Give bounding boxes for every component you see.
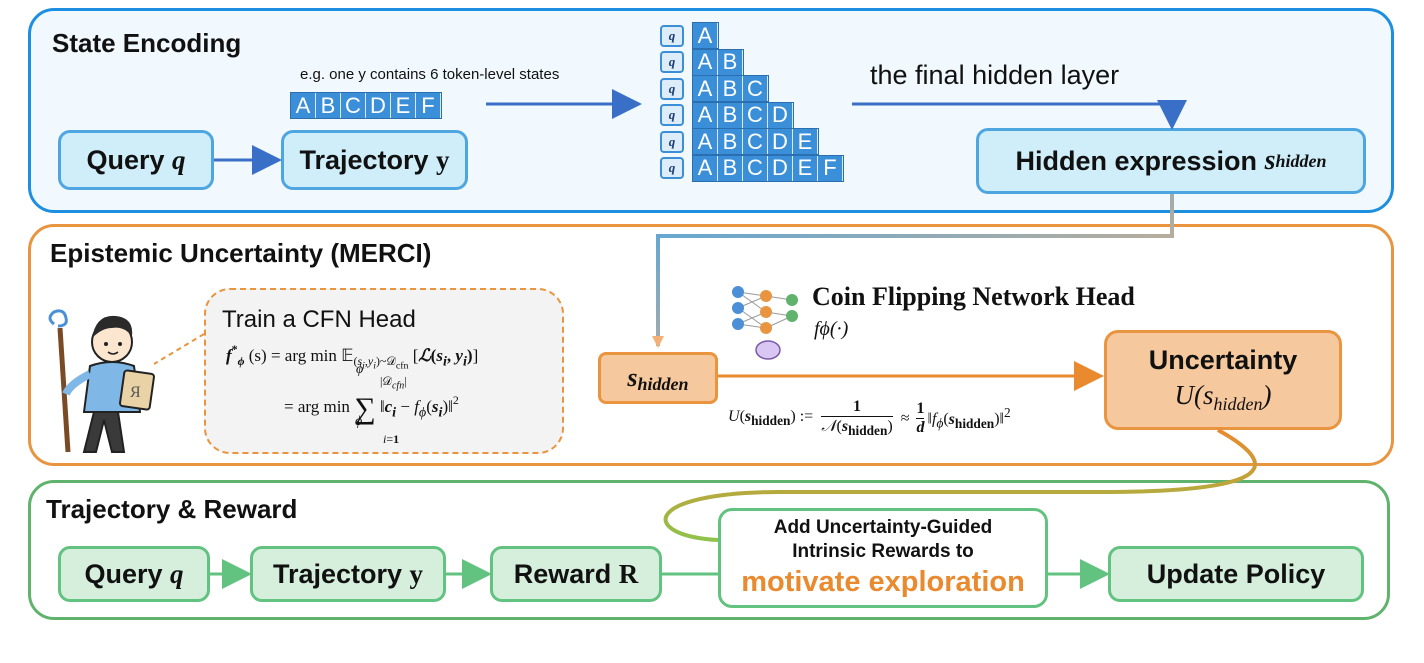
token: B <box>316 93 341 118</box>
intrinsic-reward-box: Add Uncertainty-Guided Intrinsic Rewards… <box>718 508 1048 608</box>
cfn-objective-phi2: ϕ <box>355 414 363 429</box>
train-cfn-callout <box>204 288 564 454</box>
token: A <box>291 93 316 118</box>
s-hidden-sub: hidden <box>637 373 689 394</box>
uncertainty-label: Uncertainty <box>1148 345 1298 375</box>
cfn-title: Coin Flipping Network Head <box>812 282 1135 311</box>
trajectory-var: y <box>436 144 450 175</box>
state-encoding-title: State Encoding <box>52 28 242 58</box>
cfn-function: fϕ(·) <box>814 318 849 340</box>
cfn-objective-line2: = arg min ∑ ‖ci − fϕ(si)‖2 <box>284 392 459 425</box>
token: B <box>718 102 743 128</box>
query-chip: q <box>660 51 684 73</box>
reward-var: R <box>618 558 639 589</box>
token: E <box>391 93 416 118</box>
s-hidden-var: s <box>627 363 638 392</box>
token: B <box>718 155 743 181</box>
token: A <box>693 49 718 75</box>
token: B <box>718 76 743 101</box>
hidden-sub: hidden <box>1275 150 1327 171</box>
token: C <box>743 76 768 101</box>
trajectory-var: y <box>409 558 424 589</box>
query-chip: q <box>660 77 684 100</box>
query-var: q <box>170 558 184 589</box>
token: C <box>743 155 768 181</box>
trajectory-label: Trajectory <box>299 144 429 175</box>
query-label: Query <box>86 144 165 175</box>
token: F <box>416 93 441 118</box>
uncertainty-box: Uncertainty U(shidden) <box>1104 330 1342 430</box>
token: A <box>693 155 718 181</box>
prefix-tokens: A <box>692 22 719 49</box>
trajectory-box-top: Trajectory y <box>281 130 468 190</box>
token: E <box>793 155 818 181</box>
token: A <box>693 129 718 154</box>
cfn-objective-lower: i=1 <box>383 432 400 446</box>
token: C <box>743 129 768 154</box>
token: B <box>718 129 743 154</box>
query-box-bottom: Query q <box>58 546 210 602</box>
token: D <box>768 155 793 181</box>
token: E <box>793 129 818 154</box>
update-policy-label: Update Policy <box>1146 558 1326 589</box>
character-sign-text: Я <box>130 384 141 401</box>
train-cfn-title: Train a CFN Head <box>222 306 416 333</box>
intrinsic-line2: Intrinsic Rewards to <box>792 541 974 562</box>
cfn-objective-upper: |𝒟cfn| <box>380 374 407 392</box>
example-note: e.g. one y contains 6 token-level states <box>300 66 560 83</box>
token: D <box>366 93 391 118</box>
trajectory-reward-title: Trajectory & Reward <box>46 494 298 524</box>
update-policy-box: Update Policy <box>1108 546 1364 602</box>
callout-pointer <box>153 333 205 365</box>
cfn-objective-phi1: ϕ <box>356 362 364 377</box>
query-label: Query <box>84 558 163 589</box>
token: D <box>768 129 793 154</box>
neural-network-icon <box>732 286 798 360</box>
hidden-label: Hidden expression <box>1015 145 1258 176</box>
token-sequence: A B C D E F <box>290 92 442 119</box>
trajectory-box-bottom: Trajectory y <box>250 546 446 602</box>
token: D <box>768 102 793 128</box>
query-var: q <box>172 144 186 175</box>
query-box-top: Query q <box>58 130 214 190</box>
query-chip: q <box>660 130 684 153</box>
token: C <box>743 102 768 128</box>
token: B <box>718 49 743 75</box>
token: A <box>693 102 718 128</box>
query-chip: q <box>660 104 684 126</box>
token: A <box>693 76 718 101</box>
trajectory-label: Trajectory <box>272 558 403 589</box>
intrinsic-highlight: motivate exploration <box>741 566 1025 598</box>
token: C <box>341 93 366 118</box>
token: A <box>693 23 718 48</box>
epistemic-title: Epistemic Uncertainty (MERCI) <box>50 238 432 268</box>
query-chip: q <box>660 24 684 47</box>
explorer-character-illustration: Я <box>48 309 155 453</box>
token: F <box>818 155 843 181</box>
final-layer-label: the final hidden layer <box>870 60 1120 90</box>
cfn-objective-line1: f*ϕ (s) = arg min 𝔼(si,yi)~𝒟cfn [ℒ(si, y… <box>226 342 479 372</box>
query-chip: q <box>660 157 684 179</box>
hidden-var: s <box>1264 145 1276 176</box>
intrinsic-line1: Add Uncertainty-Guided <box>773 517 993 538</box>
uncertainty-expression: U(shidden) <box>1174 380 1272 414</box>
reward-label: Reward <box>513 558 612 589</box>
reward-box: Reward R <box>490 546 662 602</box>
